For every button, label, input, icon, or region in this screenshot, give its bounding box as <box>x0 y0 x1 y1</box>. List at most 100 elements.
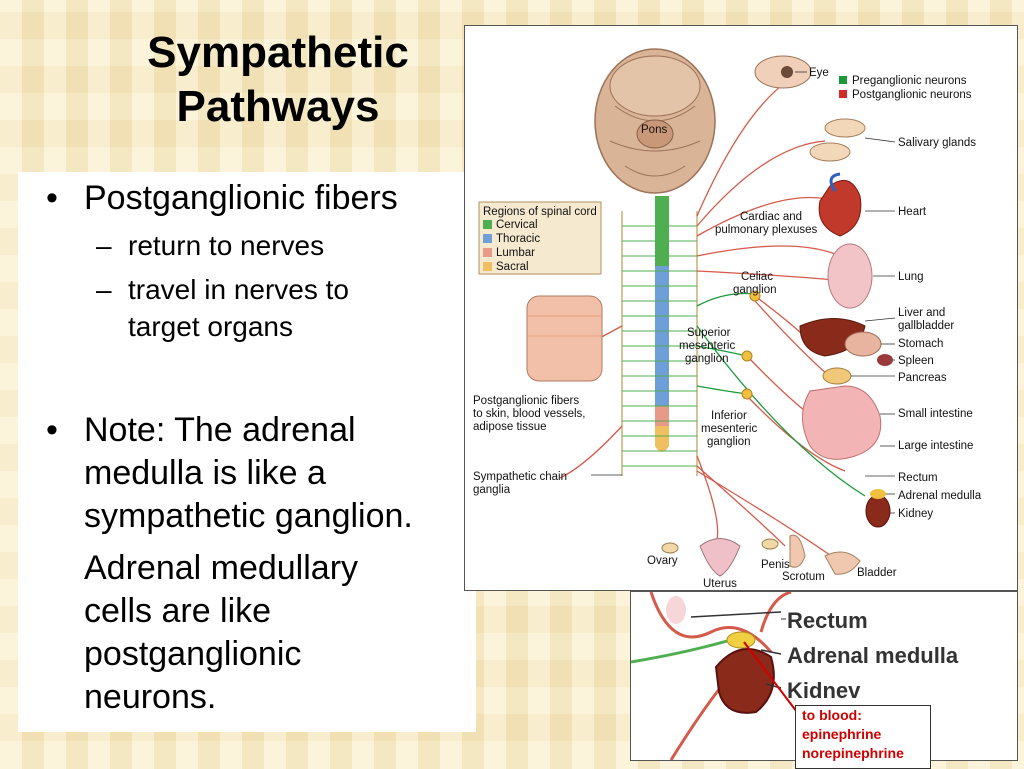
inset-label-rectum: Rectum <box>787 608 868 633</box>
label-small-intestine: Small intestine <box>898 408 973 420</box>
legend-post-label: Postganglionic neurons <box>852 89 972 101</box>
celiac-ganglion-dot <box>749 290 761 302</box>
superior-mesenteric-ganglion-dot <box>741 350 753 362</box>
region-sacral: Sacral <box>496 261 529 273</box>
label-pancreas: Pancreas <box>898 372 947 384</box>
neuron-legend: Preganglionic neurons Postganglionic neu… <box>839 75 972 101</box>
kidney-shape <box>865 494 891 528</box>
sub-bullet-1-text: return to nerves <box>128 230 325 261</box>
label-skin-2: to skin, blood vessels, <box>473 408 586 420</box>
ovary-shape-2 <box>761 538 779 550</box>
ganglia-dots <box>741 290 761 400</box>
stomach-shape <box>844 331 882 357</box>
regions-title: Regions of spinal cord <box>483 206 597 218</box>
label-inferior-3: ganglion <box>707 436 750 448</box>
label-skin-3: adipose tissue <box>473 421 547 433</box>
penis-shape <box>789 534 806 568</box>
legend-swatch-post <box>839 90 847 98</box>
organ-labels <box>591 71 896 514</box>
label-cardiac-2: pulmonary plexuses <box>715 224 818 236</box>
bullet-2-line-3: sympathetic ganglion. <box>84 497 413 535</box>
pons-label: Pons <box>641 124 667 136</box>
label-uterus: Uterus <box>703 578 737 590</box>
skin-section-shape <box>526 295 603 382</box>
label-rectum: Rectum <box>898 472 938 484</box>
spinal-cord <box>655 196 669 452</box>
region-thoracic: Thoracic <box>496 233 540 245</box>
label-celiac-1: Celiac <box>741 271 773 283</box>
label-celiac-2: ganglion <box>733 284 776 296</box>
sub-bullet-2-line-1: travel in nerves to <box>128 274 349 305</box>
inferior-mesenteric-ganglion-dot <box>741 388 753 400</box>
paragraph-line-4: neurons. <box>84 678 217 716</box>
label-chain-2: ganglia <box>473 484 511 496</box>
eye-iris <box>781 66 793 78</box>
sub-bullet-2-dash: – <box>96 274 112 305</box>
paragraph-line-2: cells are like <box>84 592 272 630</box>
adrenal-zoom-inset: Rectum Adrenal medulla Kidnev <box>630 591 1018 761</box>
label-bladder: Bladder <box>857 567 897 579</box>
sub-bullet-1-dash: – <box>96 230 112 261</box>
heart-shape <box>818 179 862 237</box>
salivary-gland-shape-2 <box>809 142 851 162</box>
brain-illustration: Pons <box>594 48 716 194</box>
label-heart: Heart <box>898 206 927 218</box>
inset-label-adrenal: Adrenal medulla <box>787 643 959 668</box>
title-line-1: Sympathetic <box>147 28 409 77</box>
label-superior-2: mesenteric <box>679 340 735 352</box>
label-penis: Penis <box>761 559 790 571</box>
label-superior-1: Superior <box>687 327 731 339</box>
legend-pre-label: Preganglionic neurons <box>852 75 967 87</box>
callout-line-3: norepinephrine <box>802 745 904 761</box>
inset-kidney-shape <box>714 648 775 714</box>
region-cervical: Cervical <box>496 219 538 231</box>
bladder-shape <box>824 551 861 575</box>
bullet-1-text: Postganglionic fibers <box>84 179 398 217</box>
lung-shape <box>827 243 873 309</box>
label-scrotum: Scrotum <box>782 571 825 583</box>
label-cardiac-1: Cardiac and <box>740 211 802 223</box>
bullet-1-symbol: • <box>46 179 58 217</box>
diagram-svg: Pons <box>473 48 982 590</box>
paragraph-line-3: postganglionic <box>84 635 302 673</box>
callout-line-2: epinephrine <box>802 726 882 742</box>
label-ovary: Ovary <box>647 555 678 567</box>
label-skin-1: Postganglionic fibers <box>473 395 579 407</box>
label-lung: Lung <box>898 271 924 283</box>
chain-connections <box>622 225 697 467</box>
label-inferior-2: mesenteric <box>701 423 757 435</box>
label-liver-2: gallbladder <box>898 320 954 332</box>
label-eye: Eye <box>809 67 829 79</box>
bullet-2-line-2: medulla is like a <box>84 454 326 492</box>
paragraph-line-1: Adrenal medullary <box>84 549 359 587</box>
label-salivary: Salivary glands <box>898 137 976 149</box>
inset-label-kidney: Kidnev <box>787 678 861 703</box>
sympathetic-chain <box>621 211 698 476</box>
organ-illustrations <box>526 55 893 577</box>
sub-bullet-2-line-2: target organs <box>128 311 293 342</box>
callout-line-1: to blood: <box>802 707 862 723</box>
label-chain-1: Sympathetic chain <box>473 471 567 483</box>
label-liver-1: Liver and <box>898 307 945 319</box>
label-inferior-1: Inferior <box>711 410 747 422</box>
pancreas-shape <box>822 367 852 385</box>
adrenal-shape <box>870 489 886 499</box>
intestine-shape <box>802 385 882 460</box>
sympathetic-pathway-diagram: Pons <box>464 25 1018 591</box>
label-spleen: Spleen <box>898 355 934 367</box>
slide-title: Sympathetic Pathways <box>108 26 448 134</box>
label-large-intestine: Large intestine <box>898 440 973 452</box>
bullet-2-line-1: Note: The adrenal <box>84 411 356 449</box>
regions-legend: Regions of spinal cord Cervical Thoracic… <box>478 201 602 275</box>
uterus-shape <box>699 538 741 577</box>
region-lumbar: Lumbar <box>496 247 535 259</box>
ovary-shape <box>661 542 679 554</box>
legend-swatch-pre <box>839 76 847 84</box>
label-stomach: Stomach <box>898 338 943 350</box>
label-superior-3: ganglion <box>685 353 728 365</box>
label-adrenal-medulla: Adrenal medulla <box>898 490 982 502</box>
title-line-2: Pathways <box>176 82 380 131</box>
blood-release-callout: to blood: epinephrine norepinephrine <box>795 705 931 769</box>
bullet-2-symbol: • <box>46 411 58 449</box>
inset-svg: Rectum Adrenal medulla Kidnev <box>631 592 959 760</box>
